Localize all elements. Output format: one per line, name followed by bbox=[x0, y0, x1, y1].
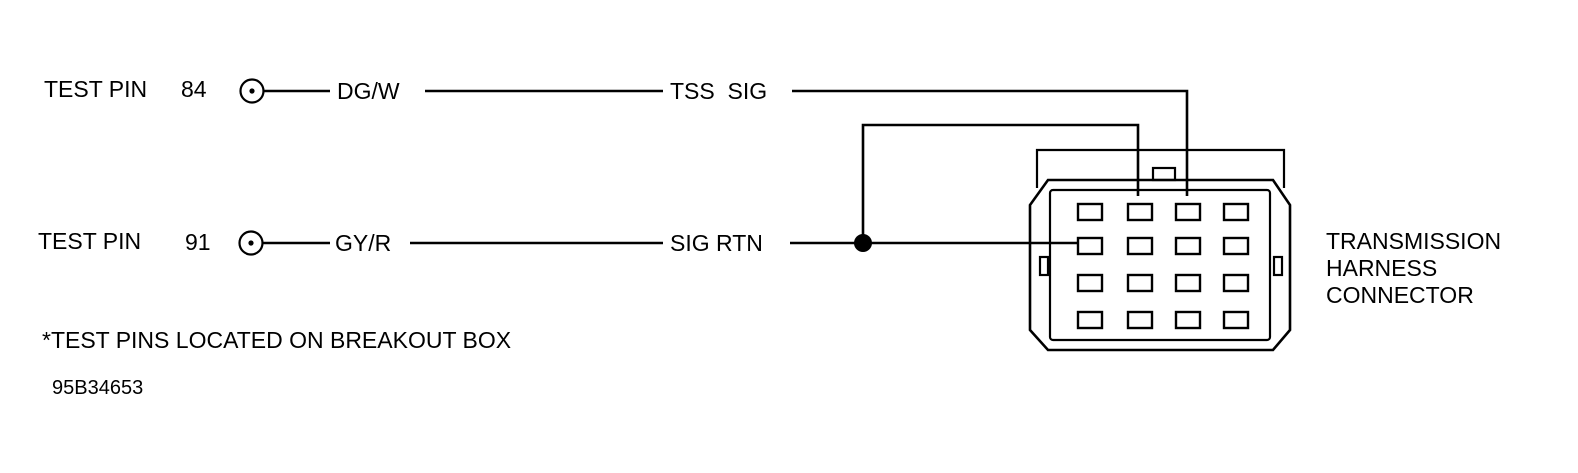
test-pin-84-number: 84 bbox=[181, 76, 207, 102]
transmission-connector bbox=[1028, 148, 1292, 352]
pin-cavity bbox=[1076, 273, 1104, 293]
pin-cavity bbox=[1174, 310, 1202, 330]
pin-cavity bbox=[1126, 310, 1154, 330]
test-pin-91-terminal-icon bbox=[238, 230, 264, 256]
pin-cavity bbox=[1126, 236, 1154, 256]
pin-cavity bbox=[1174, 236, 1202, 256]
wire-splice-branch bbox=[861, 123, 1140, 243]
test-pin-84-label: TEST PIN bbox=[44, 76, 147, 102]
test-pin-84-terminal-icon bbox=[239, 78, 265, 104]
pin-cavity bbox=[1222, 310, 1250, 330]
pin-cavity bbox=[1222, 202, 1250, 222]
connector-pin-grid bbox=[1076, 202, 1250, 330]
pin-cavity bbox=[1126, 273, 1154, 293]
pin-cavity bbox=[1222, 273, 1250, 293]
pin-cavity bbox=[1076, 310, 1104, 330]
footnote-text: *TEST PINS LOCATED ON BREAKOUT BOX bbox=[42, 327, 511, 353]
connector-label-line2: HARNESS bbox=[1326, 255, 1437, 281]
connector-left-key bbox=[1038, 255, 1050, 277]
circuit-sig-rtn-label: SIG RTN bbox=[670, 230, 763, 256]
pin-cavity bbox=[1174, 202, 1202, 222]
pin-cavity bbox=[1174, 273, 1202, 293]
circuit-tss-sig-label: TSS SIG bbox=[670, 78, 767, 104]
test-pin-91-label: TEST PIN bbox=[38, 228, 141, 254]
connector-back-frame bbox=[1035, 148, 1286, 188]
wire-91-color-label: GY/R bbox=[335, 230, 391, 256]
connector-housing bbox=[1028, 178, 1292, 352]
connector-label-line1: TRANSMISSION bbox=[1326, 228, 1501, 254]
connector-latch bbox=[1151, 166, 1177, 182]
wire-tss-sig-to-connector bbox=[792, 89, 1189, 196]
pin-cavity bbox=[1076, 236, 1104, 256]
pin-cavity bbox=[1222, 236, 1250, 256]
connector-label-line3: CONNECTOR bbox=[1326, 282, 1474, 308]
pin-cavity bbox=[1126, 202, 1154, 222]
connector-inner-face bbox=[1048, 188, 1272, 342]
figure-id: 95B34653 bbox=[52, 377, 143, 399]
test-pin-91-number: 91 bbox=[185, 229, 211, 255]
wire-84-color-label: DG/W bbox=[337, 78, 400, 104]
connector-right-key bbox=[1272, 255, 1284, 277]
pin-cavity bbox=[1076, 202, 1104, 222]
